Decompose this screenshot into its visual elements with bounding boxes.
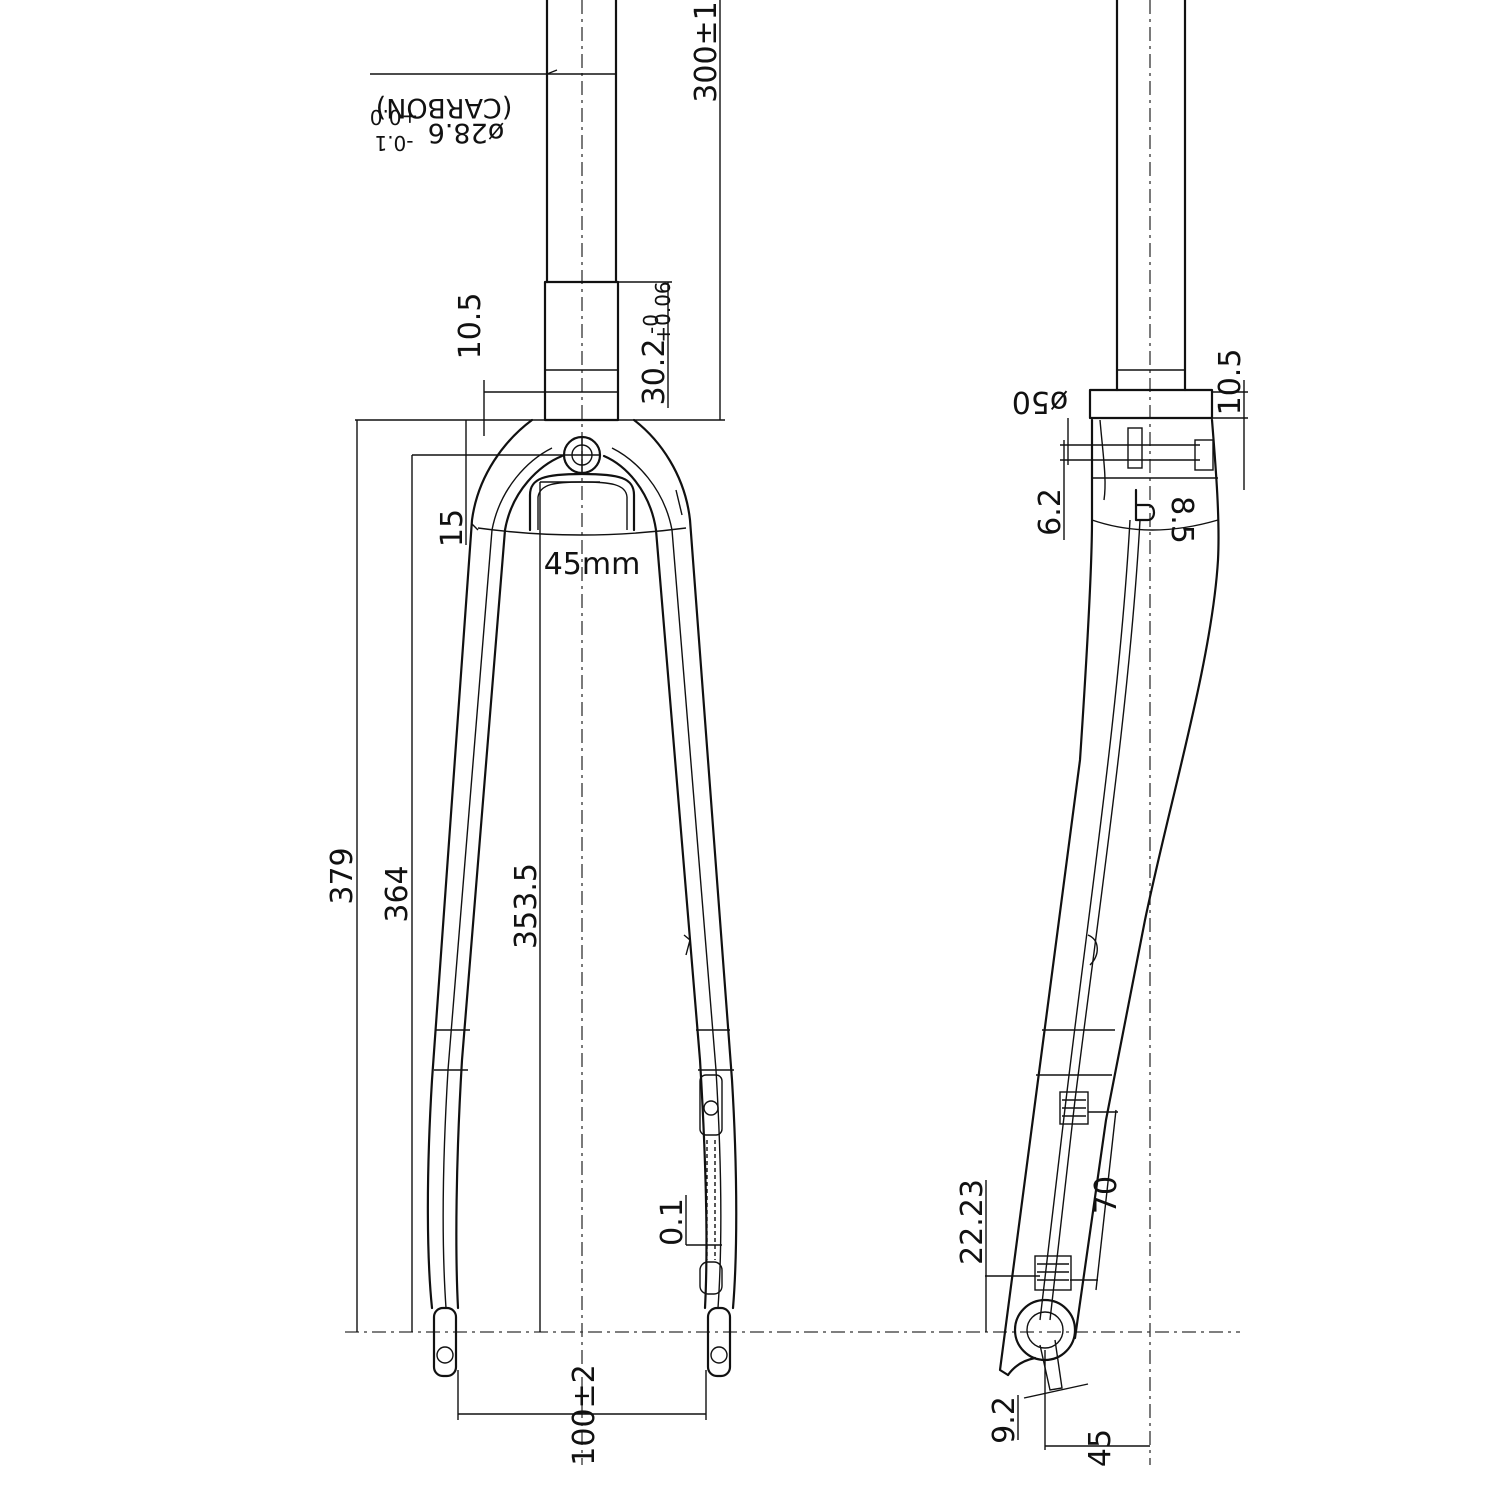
axle-to-crown-mid-label: 364 — [380, 865, 415, 922]
mount-height-label: 22.23 — [955, 1179, 990, 1265]
axle-to-crown-inner-label: 353.5 — [509, 863, 544, 949]
right-dropout — [706, 1306, 732, 1378]
front-steerer-tube — [543, 0, 620, 422]
dim-mount-height: 22.23 — [955, 1179, 1040, 1332]
dim-axle-to-crown-inner: 353.5 — [509, 481, 600, 1332]
dropout-thickness-label: 9.2 — [987, 1396, 1022, 1444]
crown-diameter-label: ø50 — [1012, 384, 1069, 419]
brake-hole-offset-label: 6.2 — [1033, 488, 1068, 536]
left-dropout — [432, 1306, 458, 1378]
steerer-diameter-tol-upper: +0.0 — [370, 105, 419, 129]
dim-crown-offset: 15 — [412, 420, 564, 547]
side-view: ø50 10.5 6.2 8.5 70 22.23 — [955, 0, 1248, 1467]
brake-hole-depth-label: 8.5 — [1164, 496, 1199, 544]
dim-crown-race-seat: 30.2 +0.06 -0 — [618, 281, 675, 408]
dim-axle-to-crown-total: 379 — [325, 420, 360, 1332]
upper-mount-icon — [1059, 1091, 1089, 1125]
front-view: (CARBON) ø28.6 -0.1 +0.0 300±1 30.2 +0.0… — [325, 0, 1240, 1466]
lower-mount-icon — [1034, 1255, 1072, 1291]
crown-race-seat-label: 30.2 — [637, 339, 672, 406]
fork-offset-label: 45 — [1083, 1429, 1118, 1467]
side-steerer-tube — [1088, 0, 1214, 420]
crown-race-seat-tol-upper: +0.06 — [651, 281, 675, 342]
axle-to-crown-total-label: 379 — [325, 847, 360, 904]
dim-mount-spacing: 70 — [1070, 1109, 1124, 1291]
steerer-diameter-label: ø28.6 — [428, 117, 505, 148]
mount-spacing-label: 70 — [1089, 1176, 1124, 1214]
dim-front-crown-race-height: 10.5 — [453, 293, 545, 436]
side-crown-race-height-label: 10.5 — [1213, 349, 1248, 416]
crown-race-seat-tol-lower: -0 — [639, 314, 663, 334]
dim-crown-diameter: ø50 — [1012, 384, 1069, 465]
steerer-diameter-callout: (CARBON) ø28.6 -0.1 +0.0 — [370, 69, 616, 155]
dim-steerer-length: 300±1 — [618, 0, 725, 421]
steerer-length-label: 300±1 — [689, 1, 724, 102]
dim-axle-to-crown-mid: 364 — [380, 455, 415, 1332]
dim-dropout-gap: 0.1 — [655, 1195, 722, 1246]
front-crown-race-height-label: 10.5 — [453, 293, 488, 360]
dim-dropout-thickness: 9.2 — [987, 1383, 1089, 1444]
dim-fork-offset: 45 — [1044, 1350, 1150, 1467]
crown-offset-label: 15 — [435, 509, 470, 547]
dim-side-crown-race-height: 10.5 — [1212, 349, 1248, 490]
side-fork-blade — [998, 418, 1220, 1391]
dim-dropout-spacing: 100±2 — [457, 1364, 707, 1466]
steerer-diameter-tol-lower: -0.1 — [374, 131, 413, 155]
steerer-material-label: (CARBON) — [376, 92, 513, 123]
dropout-spacing-label: 100±2 — [567, 1364, 602, 1465]
crown-width-label: 45mm — [544, 547, 641, 582]
dim-brake-hole-offset: 6.2 — [1033, 440, 1200, 540]
dropout-gap-label: 0.1 — [655, 1198, 690, 1246]
